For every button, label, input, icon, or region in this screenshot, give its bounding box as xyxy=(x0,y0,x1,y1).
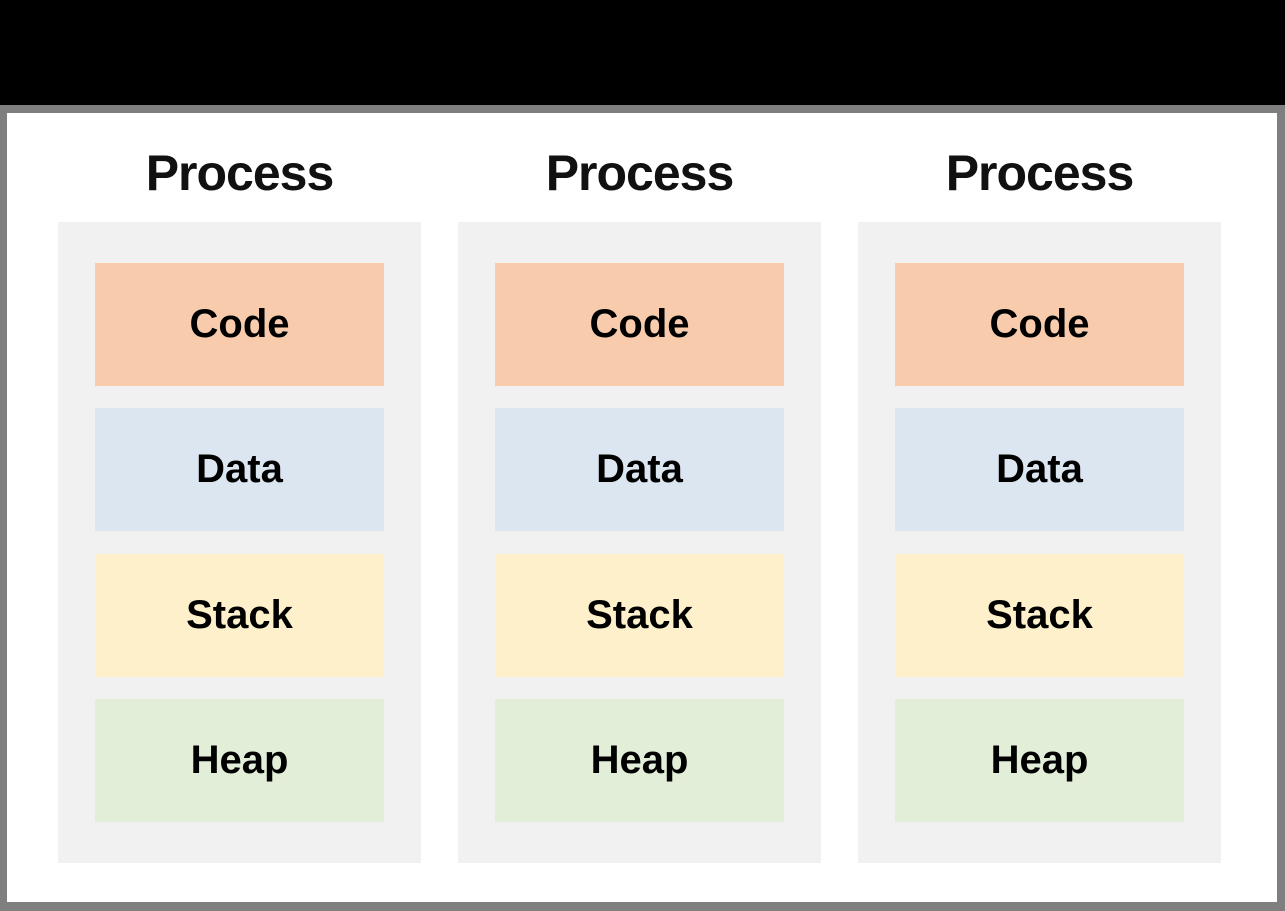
memory-box-code: Code xyxy=(95,263,384,386)
memory-box-label: Data xyxy=(596,447,683,492)
process-title: Process xyxy=(945,145,1135,201)
memory-box-stack: Stack xyxy=(895,553,1184,677)
process-column: Process Code Data Stack Heap xyxy=(58,113,421,902)
memory-box-label: Data xyxy=(996,447,1083,492)
slide-canvas: Process Code Data Stack Heap xyxy=(7,113,1277,902)
memory-box-data: Data xyxy=(495,408,784,532)
memory-box-label: Heap xyxy=(190,737,289,782)
process-column: Process Code Data Stack Heap xyxy=(458,113,821,902)
memory-box-code: Code xyxy=(895,263,1184,386)
memory-box-heap: Heap xyxy=(95,698,384,822)
memory-box-heap: Heap xyxy=(895,698,1184,822)
memory-box-label: Stack xyxy=(986,592,1093,637)
memory-box-heap: Heap xyxy=(495,698,784,822)
memory-box-data: Data xyxy=(95,408,384,532)
process-title: Process xyxy=(545,145,735,201)
process-memory-container: Code Data Stack Heap xyxy=(58,222,421,863)
process-column: Process Code Data Stack Heap xyxy=(858,113,1221,902)
memory-box-code: Code xyxy=(495,263,784,386)
process-memory-container: Code Data Stack Heap xyxy=(458,222,821,863)
memory-box-label: Data xyxy=(196,447,283,492)
memory-box-label: Code xyxy=(189,302,290,346)
memory-box-label: Code xyxy=(989,302,1090,346)
memory-box-label: Heap xyxy=(590,737,689,782)
memory-box-data: Data xyxy=(895,408,1184,532)
memory-box-stack: Stack xyxy=(495,553,784,677)
memory-box-stack: Stack xyxy=(95,553,384,677)
process-memory-container: Code Data Stack Heap xyxy=(858,222,1221,863)
process-title: Process xyxy=(145,145,335,201)
top-black-bar xyxy=(0,0,1285,105)
slide-window-frame: Process Code Data Stack Heap xyxy=(0,105,1285,911)
memory-box-label: Code xyxy=(589,302,690,346)
memory-box-label: Heap xyxy=(990,737,1089,782)
memory-box-label: Stack xyxy=(186,592,293,637)
memory-box-label: Stack xyxy=(586,592,693,637)
